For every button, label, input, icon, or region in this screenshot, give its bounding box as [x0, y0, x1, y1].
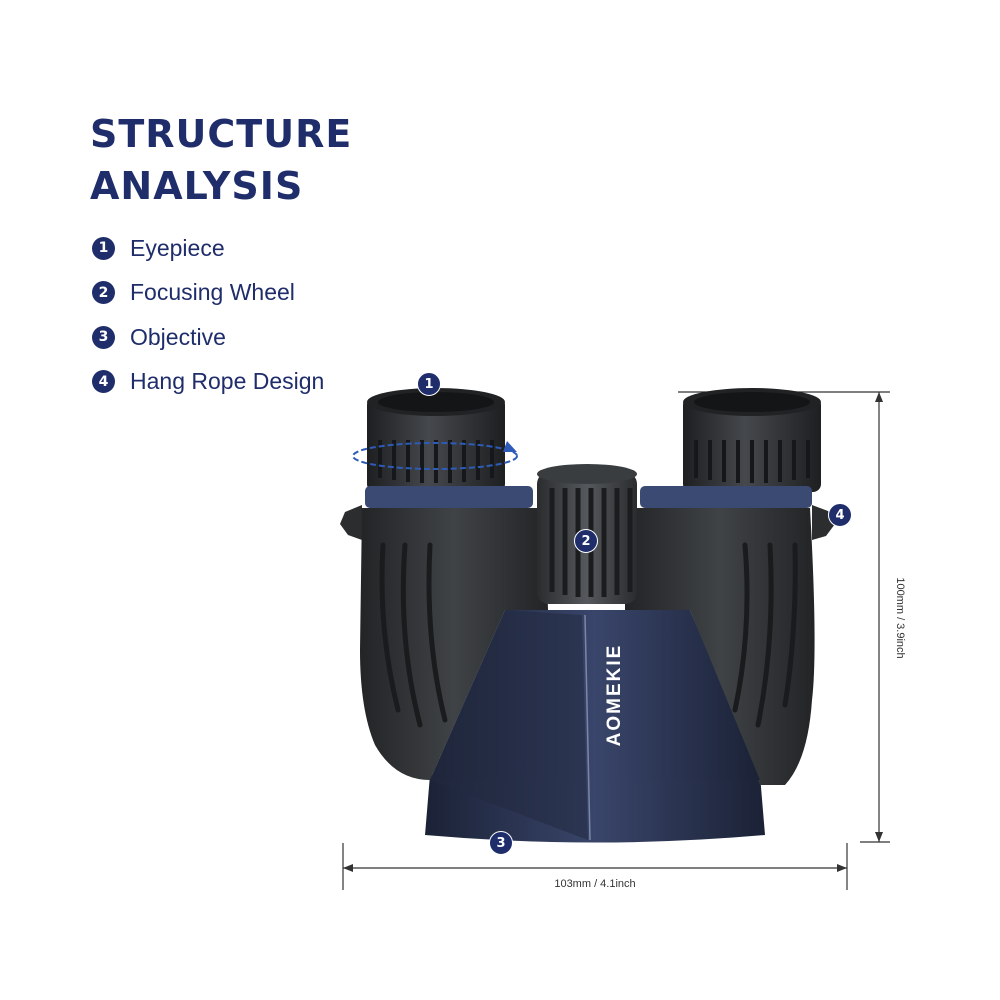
callout-hang-rope: 4	[828, 503, 852, 527]
legend-item-eyepiece: 1 Eyepiece	[92, 226, 324, 271]
number-badge: 3	[92, 325, 115, 349]
legend-label: Eyepiece	[130, 234, 225, 261]
right-eyepiece	[683, 388, 821, 492]
legend-label: Hang Rope Design	[130, 368, 325, 395]
left-eyepiece	[367, 388, 505, 492]
number-badge: 1	[92, 236, 115, 260]
title-line-1: STRUCTURE	[90, 112, 353, 156]
callout-objective: 3	[489, 831, 513, 855]
legend-item-objective: 3 Objective	[92, 315, 324, 360]
left-eyepiece-ring	[365, 486, 533, 508]
right-body	[625, 508, 815, 785]
left-body	[360, 508, 548, 780]
legend-label: Focusing Wheel	[130, 279, 295, 306]
right-eyepiece-ring	[640, 486, 812, 508]
brand-logo: AOMEKIE	[604, 643, 625, 747]
legend-item-hang-rope: 4 Hang Rope Design	[92, 360, 324, 405]
legend-label: Objective	[130, 323, 226, 350]
page-title: STRUCTURE ANALYSIS	[90, 108, 352, 212]
parts-legend: 1 Eyepiece 2 Focusing Wheel 3 Objective …	[92, 226, 324, 404]
title-line-2: ANALYSIS	[90, 164, 304, 208]
number-badge: 4	[92, 370, 115, 394]
height-label: 100mm / 3.9inch	[894, 577, 906, 659]
width-dimension-line	[342, 843, 848, 890]
legend-item-focusing-wheel: 2 Focusing Wheel	[92, 271, 324, 316]
hang-rope-lug-left	[340, 505, 362, 540]
rotation-arrow-icon	[352, 441, 518, 470]
number-badge: 2	[92, 281, 115, 305]
callout-eyepiece: 1	[417, 372, 441, 396]
callout-focusing-wheel: 2	[574, 529, 598, 553]
width-label: 103mm / 4.1inch	[554, 878, 636, 890]
